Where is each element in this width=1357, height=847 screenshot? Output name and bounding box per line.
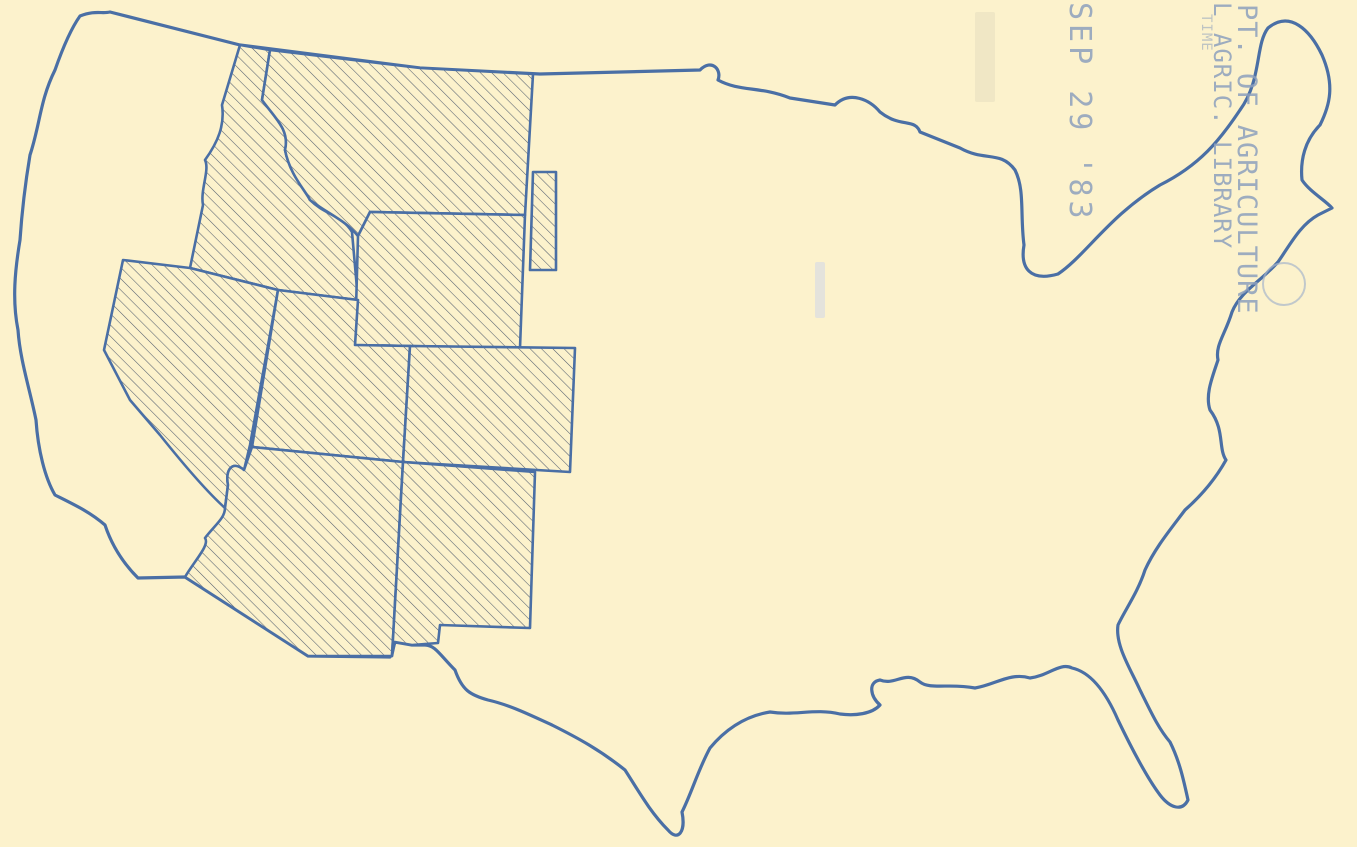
- state-colorado: [401, 344, 577, 474]
- scan-smudge: [815, 262, 825, 318]
- state-wyoming: [353, 210, 527, 350]
- stamp-faint-text: TIME: [1198, 14, 1214, 52]
- stamp-seal-icon: [1262, 262, 1306, 306]
- state-dakota-edge: [528, 170, 558, 272]
- state-new-mexico: [390, 460, 537, 658]
- stamp-date: SEP 29 '83: [1062, 2, 1097, 223]
- state-arizona: [183, 445, 405, 658]
- scan-smudge: [975, 12, 995, 102]
